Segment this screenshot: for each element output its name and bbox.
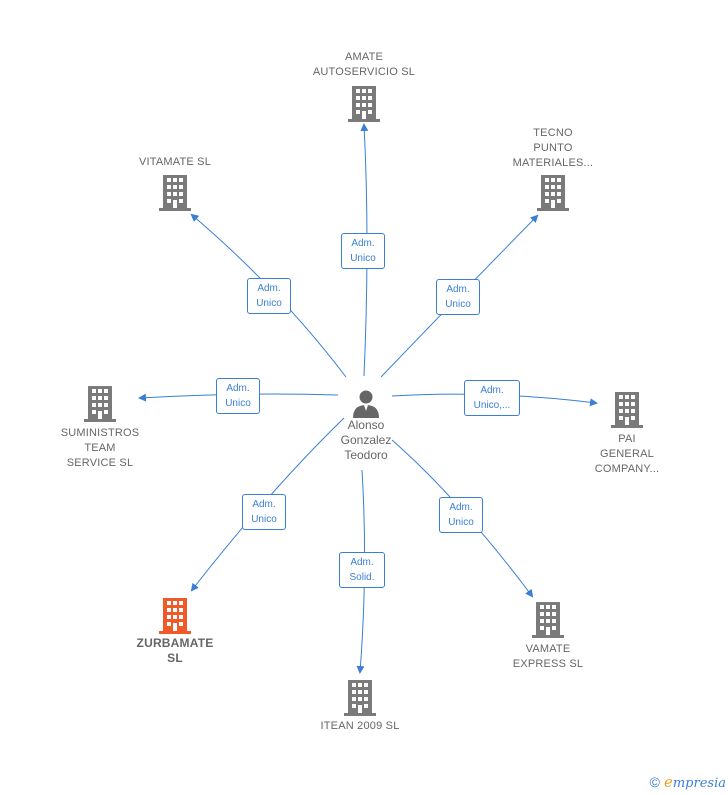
company-suministros[interactable]: SUMINISTROS TEAM SERVICE SL (44, 386, 156, 471)
copyright-icon: © (649, 774, 660, 790)
company-itean[interactable]: ITEAN 2009 SL (300, 680, 420, 734)
company-name: PAI GENERAL COMPANY... (594, 433, 660, 475)
building-icon (159, 598, 191, 634)
company-zurbamate[interactable]: ZURBAMATE SL (120, 598, 230, 666)
building-icon (611, 392, 643, 428)
building-icon (159, 175, 191, 211)
company-amate[interactable]: AMATE AUTOSERVICIO SL (300, 50, 428, 122)
role-tag-itean[interactable]: Adm. Solid. (339, 552, 385, 588)
role-tag-amate[interactable]: Adm. Unico (341, 233, 385, 269)
building-icon (84, 386, 116, 422)
company-vamate[interactable]: VAMATE EXPRESS SL (494, 602, 602, 672)
company-vitamate[interactable]: VITAMATE SL (118, 155, 232, 211)
company-name: SUMINISTROS TEAM SERVICE SL (60, 427, 140, 469)
brand-e: e (663, 773, 673, 791)
role-tag-vitamate[interactable]: Adm. Unico (247, 278, 291, 314)
role-tag-pai[interactable]: Adm. Unico,... (464, 380, 520, 416)
person-name: Alonso Gonzalez Teodoro (340, 418, 392, 462)
building-icon (537, 175, 569, 211)
person-icon (353, 390, 379, 418)
company-tecno[interactable]: TECNO PUNTO MATERIALES... (498, 126, 608, 211)
role-tag-vamate[interactable]: Adm. Unico (439, 497, 483, 533)
role-tag-zurbamate[interactable]: Adm. Unico (242, 494, 286, 530)
company-pai[interactable]: PAI GENERAL COMPANY... (572, 392, 682, 477)
company-name: VITAMATE SL (138, 156, 212, 168)
company-name: VAMATE EXPRESS SL (512, 643, 584, 670)
building-icon (348, 86, 380, 122)
center-person-node[interactable]: Alonso Gonzalez Teodoro (326, 388, 406, 463)
company-name: AMATE AUTOSERVICIO SL (312, 51, 416, 78)
company-name: ZURBAMATE SL (136, 636, 214, 665)
brand-name: mpresia (672, 776, 726, 791)
role-tag-tecno[interactable]: Adm. Unico (436, 279, 480, 315)
company-name: ITEAN 2009 SL (320, 720, 400, 732)
brand-watermark[interactable]: ©empresia (650, 773, 726, 791)
role-tag-suministros[interactable]: Adm. Unico (216, 378, 260, 414)
building-icon (344, 680, 376, 716)
company-name: TECNO PUNTO MATERIALES... (512, 127, 594, 169)
building-icon (532, 602, 564, 638)
